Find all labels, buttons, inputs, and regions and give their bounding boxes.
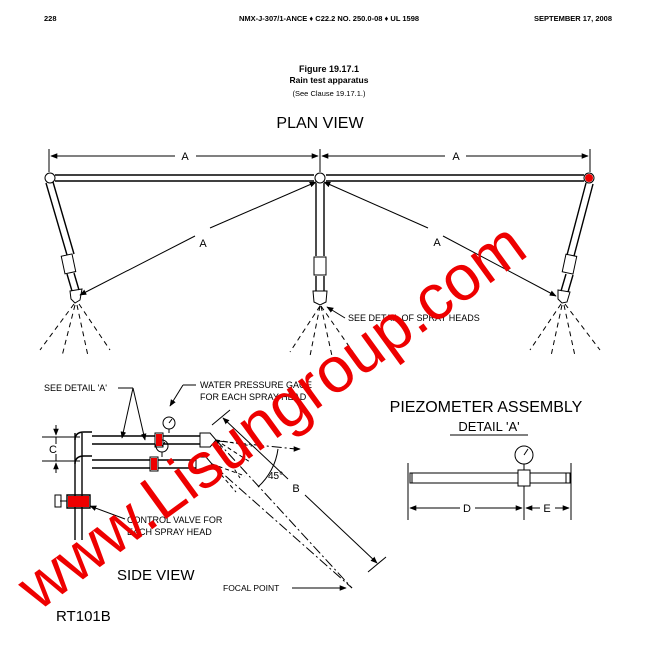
detail-a-title: DETAIL 'A' [458, 419, 519, 434]
standard-designation: NMX-J-307/1-ANCE ♦ C22.2 NO. 250.0-08 ♦ … [238, 14, 420, 23]
dim-a-label-diag-left: A [199, 238, 207, 250]
page-number: 228 [44, 14, 57, 23]
note-spray-heads: SEE DETAIL OF SPRAY HEADS [348, 313, 480, 323]
drawing-id: RT101B [56, 608, 111, 625]
figure-title: Rain test apparatus [289, 75, 369, 85]
note-gage-line2: FOR EACH SPRAY HEAD [200, 392, 307, 402]
note-gage-line1: WATER PRESSURE GAGE [200, 380, 312, 390]
dim-a-label-diag-right: A [433, 237, 441, 249]
piezometer-title: PIEZOMETER ASSEMBLY [390, 399, 583, 416]
dim-a-label-left: A [181, 151, 189, 163]
note-valve-line1: CONTROL VALVE FOR [127, 515, 223, 525]
dim-b-label: B [292, 483, 299, 495]
figure-reference: (See Clause 19.17.1.) [292, 89, 366, 98]
note-valve-line2: EACH SPRAY HEAD [127, 527, 212, 537]
figure-number: Figure 19.17.1 [298, 64, 360, 74]
figure-caption: Figure 19.17.1 Rain test apparatus (See … [0, 64, 658, 99]
dim-e-label: E [543, 503, 550, 515]
plan-view-title: PLAN VIEW [276, 115, 364, 132]
note-focal-point: FOCAL POINT [223, 583, 279, 593]
dim-a-label-right: A [452, 151, 460, 163]
dim-c-label: C [49, 444, 57, 456]
side-view-title: SIDE VIEW [117, 567, 195, 584]
note-detail-a: SEE DETAIL 'A' [44, 383, 107, 393]
angle-label: 45° [268, 471, 283, 482]
dim-d-label: D [463, 503, 471, 515]
publication-date: SEPTEMBER 17, 2008 [534, 14, 612, 23]
